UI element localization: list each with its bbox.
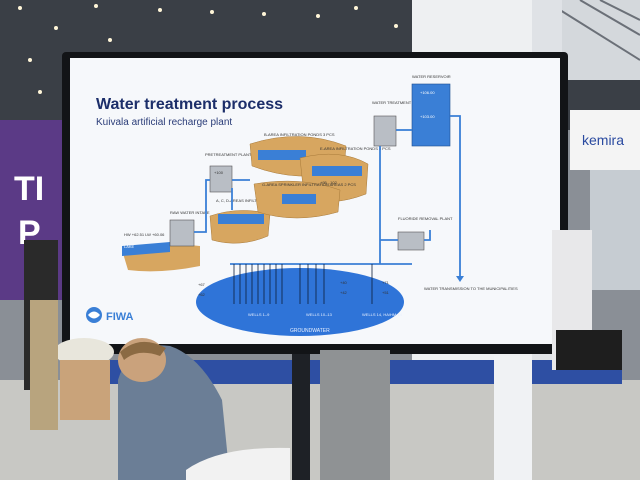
level-42: +42 — [340, 290, 348, 295]
area-levels: +95...102 — [320, 180, 338, 185]
booth-letters-1: TI — [14, 170, 44, 208]
raw-intake-box — [169, 219, 195, 247]
pipes — [194, 115, 461, 278]
level-67: +67 — [198, 282, 206, 287]
reservoir-top: +106.00 — [420, 90, 435, 95]
kemira-display — [590, 170, 640, 290]
lake-levels: HW +62.51 LW +60.06 — [124, 232, 165, 237]
person-right-legs — [556, 330, 622, 370]
slide-title: Water treatment process — [96, 96, 283, 113]
reservoir-mid: +103.00 — [420, 114, 435, 119]
skylight-frame — [559, 0, 640, 61]
groundwater-label: GROUNDWATER — [290, 328, 330, 334]
treatment-unit-box — [373, 115, 397, 147]
wells-2-label: WELLS 10–13 — [306, 312, 333, 317]
area-e-label: E-AREA INFILTRATION PONDS 8 PCS — [320, 146, 391, 151]
tv-stand — [292, 354, 310, 480]
wells-3-label: WELLS 14, HA/HM-14 — [362, 312, 403, 317]
fiwa-logo-text: FIWA — [106, 311, 134, 323]
reservoir-label: WATER RESERVOIR — [412, 74, 451, 79]
wells-1-label: WELLS 1–9 — [248, 312, 270, 317]
person-left-pants — [30, 300, 58, 430]
lake-water — [122, 242, 170, 256]
person-hair — [120, 341, 166, 360]
pretreatment-label: PRETREATMENT PLANT — [205, 152, 252, 157]
wells — [233, 264, 373, 304]
area-g-label: G-AREA SPRINKLER INFILTRATION AREAS 2 PC… — [262, 182, 356, 187]
coats — [320, 350, 390, 480]
pretreatment-level: +100 — [214, 170, 224, 175]
water-dispenser — [494, 356, 532, 480]
slide-subtitle: Kuivala artificial recharge plant — [96, 117, 232, 128]
area-g-pond — [282, 194, 316, 204]
fluoride-label: FLUORIDE REMOVAL PLANT — [398, 216, 453, 221]
level-51: +51 — [382, 290, 390, 295]
reservoir-box — [411, 83, 451, 147]
ceiling-lights — [18, 4, 398, 94]
flower-pot — [60, 360, 110, 420]
fluoride-box — [397, 231, 425, 251]
transmission-arrow — [456, 276, 464, 282]
area-a-pond — [218, 214, 264, 224]
area-b-label: B-AREA INFILTRATION PONDS 3 PCS — [264, 132, 335, 137]
level-71: +71 — [382, 280, 390, 285]
level-40: +40 — [340, 280, 348, 285]
chair — [186, 447, 290, 480]
area-e-pond — [312, 166, 362, 176]
level-62: +62 — [198, 292, 206, 297]
kemira-text: kemira — [582, 132, 624, 148]
flowers — [54, 338, 114, 366]
fiwa-logo-wave — [88, 311, 100, 319]
kemira-sign — [570, 110, 640, 170]
pretreatment-box — [209, 165, 233, 193]
treatment-unit-label: WATER TREATMENT UNIT — [372, 100, 422, 105]
raw-intake-label: RAW WATER INTAKE — [170, 210, 210, 215]
lake-label: LAKE — [124, 244, 135, 249]
area-b-pond — [258, 150, 306, 160]
transmission-label: WATER TRANSMISSION TO THE MUNICIPALITIES — [424, 286, 518, 291]
